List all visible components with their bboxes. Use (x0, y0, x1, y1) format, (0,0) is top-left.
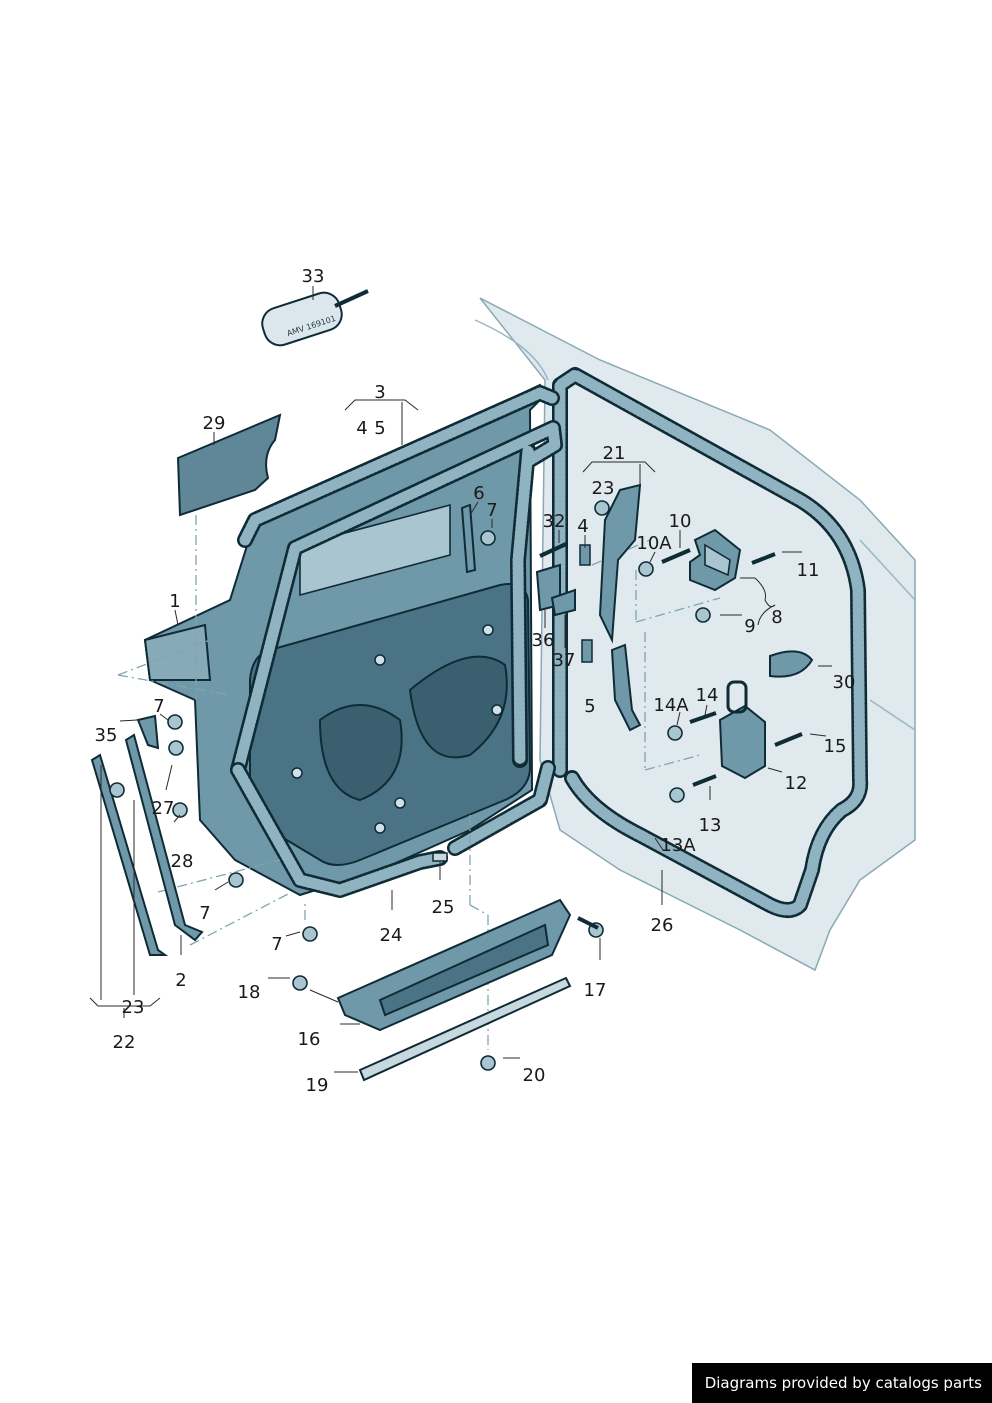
sill-trim (336, 898, 572, 1032)
hinge-upper (689, 528, 742, 592)
callout-32: 32 (543, 511, 566, 532)
callout-24: 24 (380, 925, 403, 946)
callout-29: 29 (203, 413, 226, 434)
callout-5: 5 (374, 418, 385, 439)
callout-4-b: 4 (577, 516, 588, 537)
callout-4: 4 (356, 418, 367, 439)
callout-7-c: 7 (199, 903, 210, 924)
door-check-strap (769, 650, 814, 678)
callout-17: 17 (584, 980, 607, 1001)
callout-25: 25 (432, 897, 455, 918)
callout-30: 30 (833, 672, 856, 693)
attribution-banner: Diagrams provided by catalogs parts (691, 1363, 992, 1403)
door-opening-seal (552, 367, 869, 918)
callout-26: 26 (651, 915, 674, 936)
door-seal (230, 420, 563, 898)
callout-37: 37 (553, 650, 576, 671)
callout-7: 7 (486, 500, 497, 521)
callout-14: 14 (696, 685, 719, 706)
callout-35: 35 (95, 725, 118, 746)
callout-36: 36 (532, 630, 555, 651)
callout-15: 15 (824, 736, 847, 757)
callout-16: 16 (298, 1029, 321, 1050)
callout-14a: 14A (653, 695, 689, 716)
callout-22: 22 (113, 1032, 136, 1053)
callout-19: 19 (306, 1075, 329, 1096)
callout-13a: 13A (660, 835, 696, 856)
callout-7-b: 7 (153, 696, 164, 717)
hinge-lower (718, 680, 766, 780)
callout-3: 3 (374, 382, 385, 403)
callout-7-d: 7 (271, 934, 282, 955)
callout-labels: 33 3 4 5 29 6 7 21 23 32 4 10 10A 11 8 9… (95, 266, 856, 1096)
insulation-mat (176, 413, 282, 517)
hinge-reinforcement (598, 483, 642, 732)
callout-10a: 10A (636, 533, 672, 554)
callout-9: 9 (744, 616, 755, 637)
callout-1: 1 (169, 591, 180, 612)
callout-11: 11 (797, 560, 820, 581)
callout-8: 8 (771, 607, 782, 628)
fasteners (109, 500, 803, 1071)
edge-trims (90, 733, 204, 956)
callout-27: 27 (152, 798, 175, 819)
callout-28: 28 (171, 851, 194, 872)
callout-13: 13 (699, 815, 722, 836)
callout-33: 33 (302, 266, 325, 287)
callout-23: 23 (592, 478, 615, 499)
window-frame-seal (237, 385, 560, 548)
sill-strip (358, 976, 572, 1082)
callout-23-b: 23 (122, 997, 145, 1018)
callout-12: 12 (785, 773, 808, 794)
callout-5-b: 5 (584, 696, 595, 717)
callout-10: 10 (669, 511, 692, 532)
callout-2: 2 (175, 970, 186, 991)
leader-lines (89, 286, 832, 1073)
callout-6: 6 (473, 483, 484, 504)
callout-18: 18 (238, 982, 261, 1003)
callout-21: 21 (603, 443, 626, 464)
callout-20: 20 (523, 1065, 546, 1086)
